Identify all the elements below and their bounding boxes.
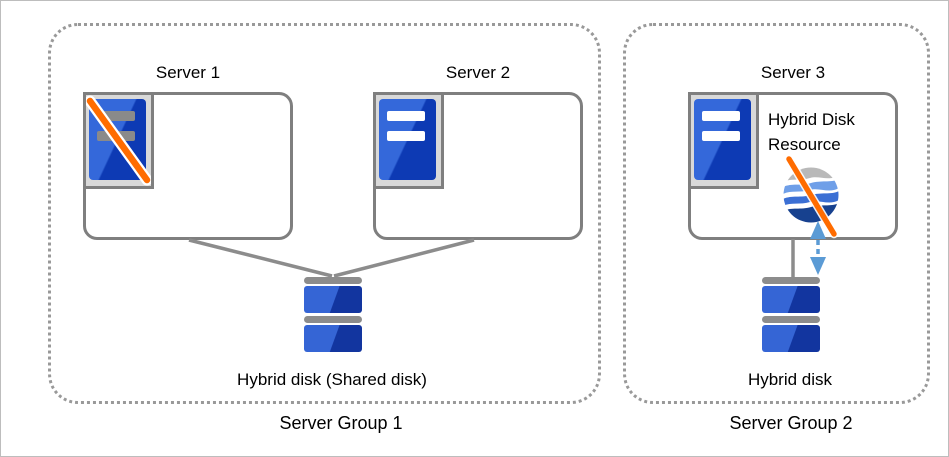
server-tower xyxy=(379,99,436,180)
server-stripe xyxy=(387,111,425,121)
hybrid-disk-resource-label: Hybrid Disk Resource xyxy=(768,107,855,157)
server-icon xyxy=(688,92,759,189)
disk-platter xyxy=(304,325,362,352)
server-stripe xyxy=(702,131,740,141)
server-icon xyxy=(373,92,444,189)
failed-hybrid-disk-resource-icon xyxy=(783,154,839,239)
failed-server-icon xyxy=(83,92,154,189)
hybrid-disk-icon xyxy=(762,277,820,355)
disk-bar xyxy=(762,316,820,323)
disk-platter xyxy=(762,325,820,352)
server-group-1-label: Server Group 1 xyxy=(279,413,403,433)
disk-platter xyxy=(304,286,362,313)
failure-slash-icon xyxy=(786,156,837,237)
hybrid-disk-resource-label-line2: Resource xyxy=(768,135,841,154)
server-stripe xyxy=(387,131,425,141)
disk-bar xyxy=(304,316,362,323)
hybrid-disk-icon xyxy=(304,277,362,355)
hybrid-disk-resource-label-line1: Hybrid Disk xyxy=(768,110,855,129)
server-stripe xyxy=(97,111,135,121)
hybrid-disk-label: Hybrid disk xyxy=(747,370,833,389)
server-tower xyxy=(89,99,146,180)
shared-disk-label: Hybrid disk (Shared disk) xyxy=(237,370,427,389)
disk-platter xyxy=(762,286,820,313)
server-2-label: Server 2 xyxy=(445,63,511,82)
server-group-2-border xyxy=(623,23,930,404)
disk-bar xyxy=(762,277,820,284)
server-group-1-border xyxy=(48,23,601,404)
server-stripe xyxy=(97,131,135,141)
server-stripe xyxy=(702,111,740,121)
server-tower xyxy=(694,99,751,180)
server-1-label: Server 1 xyxy=(155,63,221,82)
disk-bar xyxy=(304,277,362,284)
server-group-2-label: Server Group 2 xyxy=(729,413,853,433)
server-3-label: Server 3 xyxy=(760,63,826,82)
